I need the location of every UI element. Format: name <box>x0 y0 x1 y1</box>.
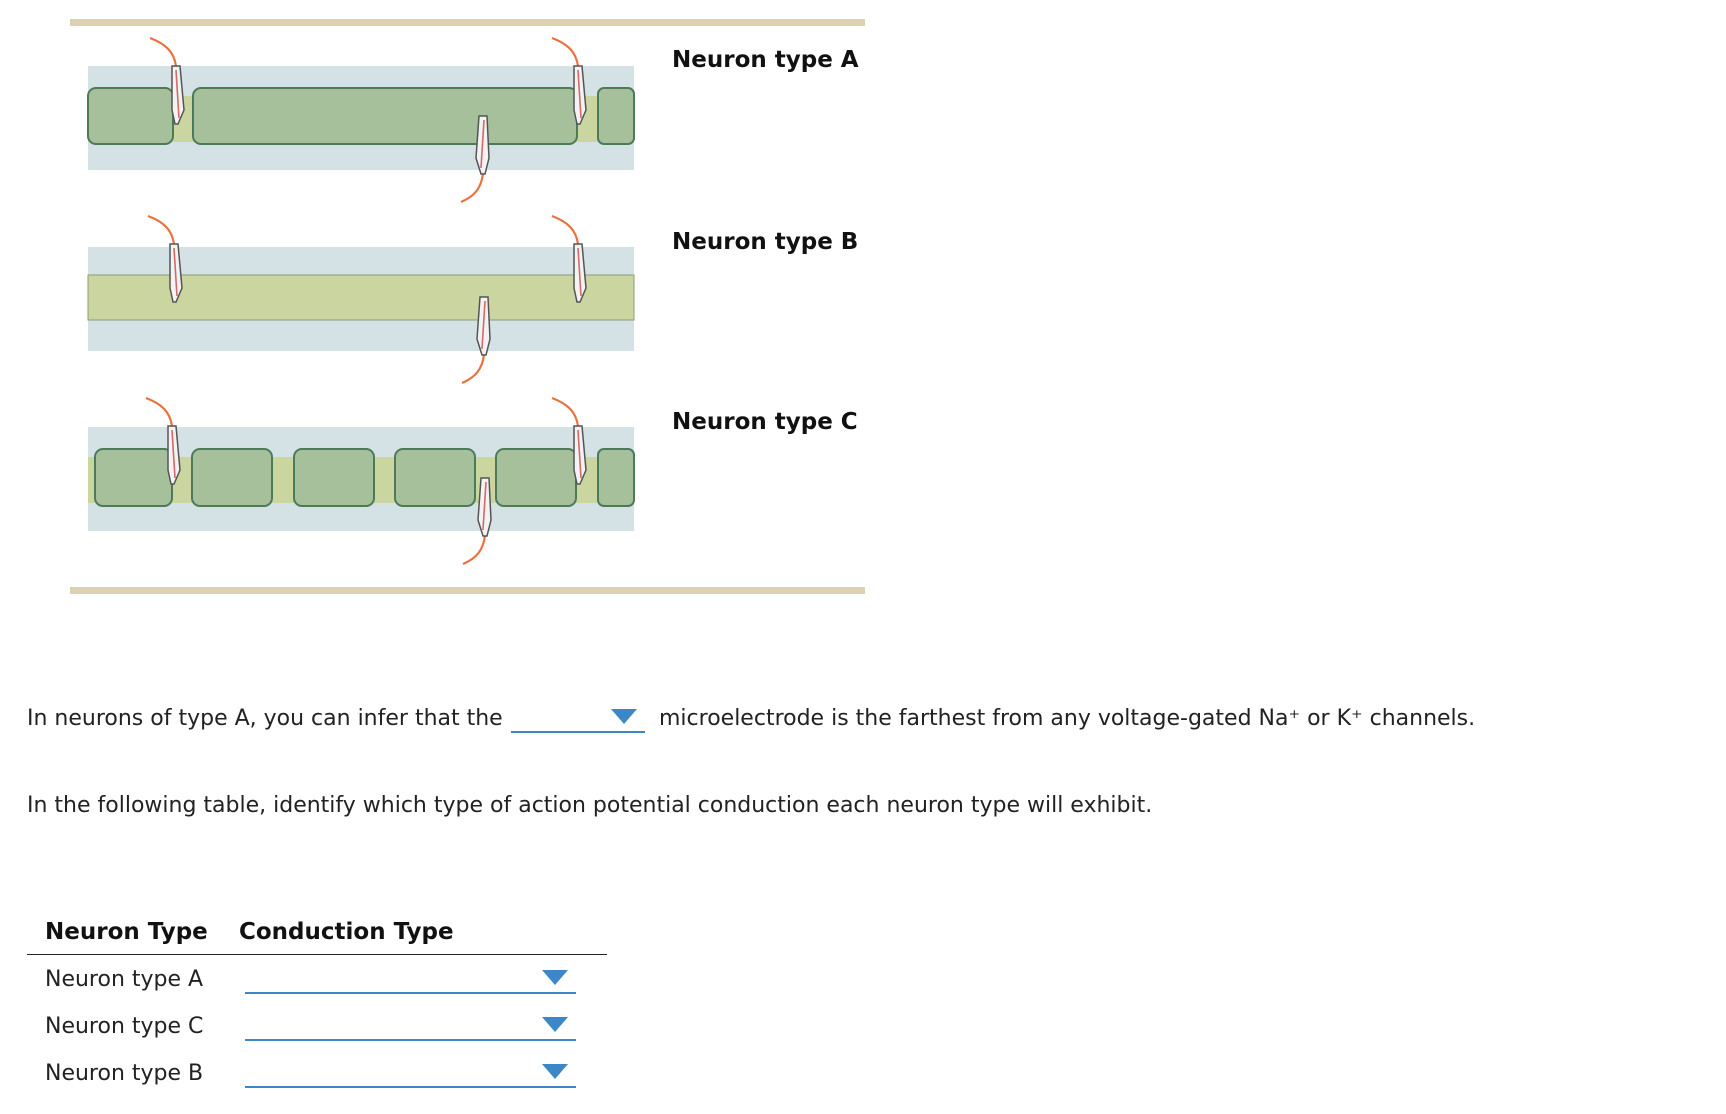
dropdown-triangle-icon <box>611 709 637 724</box>
neuron-figure <box>70 19 865 594</box>
conduction-dropdown-type-c[interactable] <box>245 1013 576 1041</box>
conduction-dropdown-value <box>245 1060 576 1086</box>
neuron-type-c-label: Neuron type C <box>672 409 858 435</box>
table-header-row: Neuron Type Conduction Type <box>27 915 607 955</box>
table-instruction: In the following table, identify which t… <box>27 793 1153 818</box>
conduction-dropdown-value <box>245 966 576 992</box>
neuron-c-diagram <box>88 396 635 566</box>
conduction-dropdown-type-b[interactable] <box>245 1060 576 1088</box>
question-text-before: In neurons of type A, you can infer that… <box>27 706 503 731</box>
table-row: Neuron type B <box>27 1049 607 1096</box>
bottom-rule <box>70 587 865 594</box>
table-row: Neuron type C <box>27 1002 607 1049</box>
neuron-type-a-label: Neuron type A <box>672 47 859 73</box>
dropdown-triangle-icon <box>542 1017 568 1032</box>
question-text-after: microelectrode is the farthest from any … <box>659 706 1476 731</box>
conduction-dropdown-type-a[interactable] <box>245 966 576 994</box>
row-neuron-label: Neuron type A <box>45 967 204 992</box>
neuron-a-diagram <box>87 36 635 204</box>
conduction-dropdown-value <box>245 1013 576 1039</box>
row-neuron-label: Neuron type B <box>45 1061 204 1086</box>
top-rule <box>70 19 865 26</box>
neuron-b-diagram <box>87 214 635 385</box>
microelectrode-dropdown[interactable] <box>511 705 645 733</box>
table-row: Neuron type A <box>27 955 607 1002</box>
neuron-type-b-label: Neuron type B <box>672 229 859 255</box>
dropdown-triangle-icon <box>542 1064 568 1079</box>
header-conduction-type: Conduction Type <box>239 919 454 945</box>
dropdown-triangle-icon <box>542 970 568 985</box>
header-neuron-type: Neuron Type <box>45 919 208 945</box>
conduction-table: Neuron Type Conduction Type Neuron type … <box>27 915 607 1096</box>
row-neuron-label: Neuron type C <box>45 1014 204 1039</box>
